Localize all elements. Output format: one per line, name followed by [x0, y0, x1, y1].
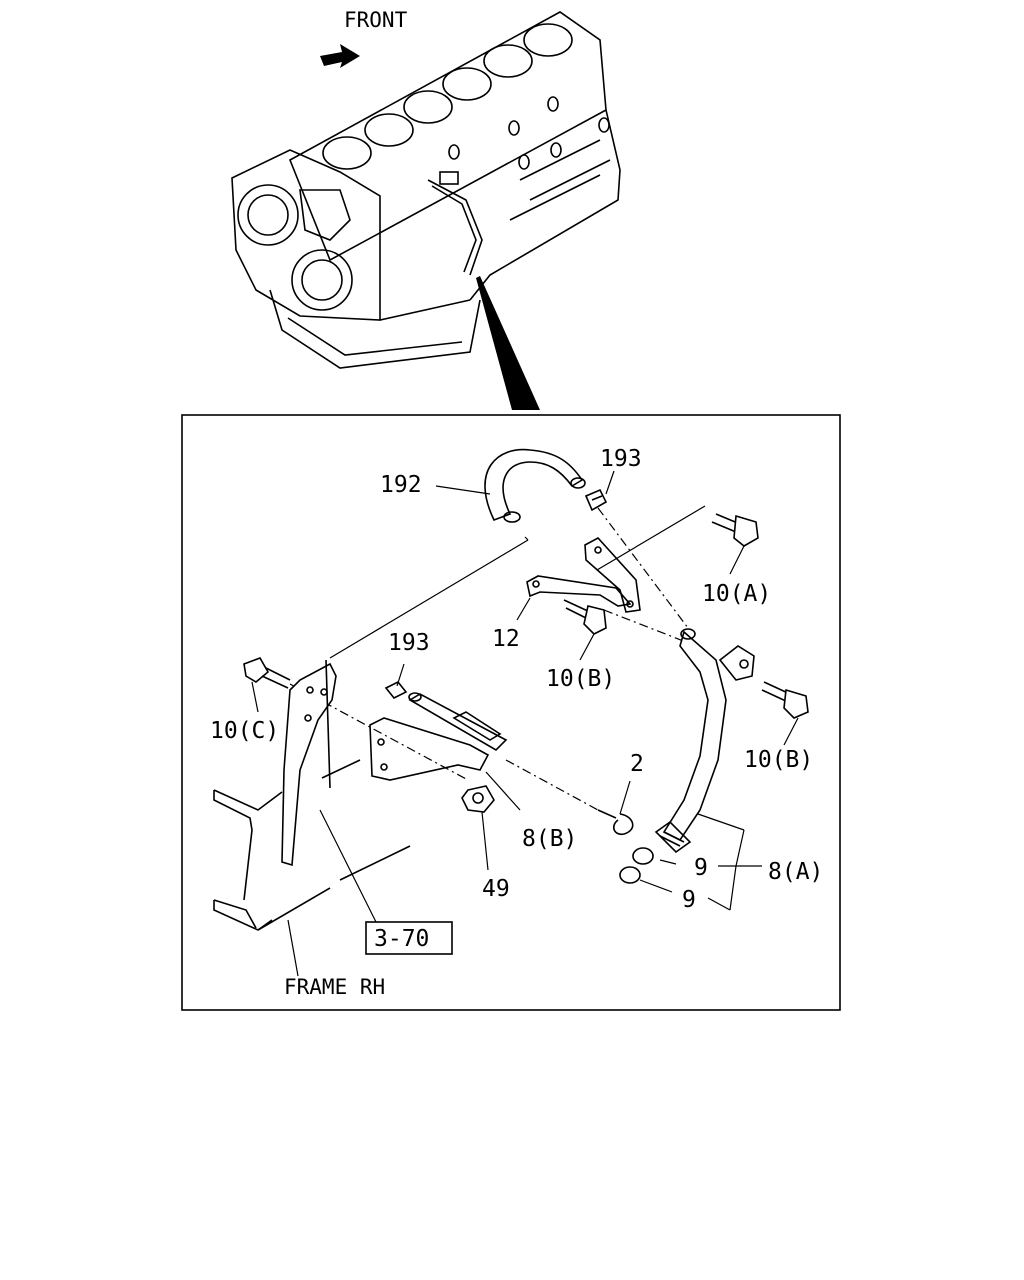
- callout-193-mid: 193: [388, 630, 430, 656]
- callout-2: 2: [630, 751, 644, 777]
- detail-frame: [181, 414, 841, 1011]
- dipstick-2: [505, 759, 634, 836]
- bolt-10a: [711, 513, 759, 547]
- frame-bracket: [281, 662, 337, 867]
- callout-9-lower: 9: [682, 887, 696, 913]
- reference-box-3-70[interactable]: 3-70: [365, 921, 453, 955]
- o-ring-lower: [619, 866, 641, 884]
- guide-tube-8a: [654, 628, 755, 854]
- callout-192: 192: [380, 472, 422, 498]
- frame-rh-channel: [213, 659, 411, 931]
- callout-12: 12: [492, 626, 520, 652]
- front-indicator: FRONT: [320, 8, 408, 68]
- clip-193-top: [584, 488, 608, 512]
- o-ring-upper: [632, 847, 654, 865]
- callout-49: 49: [482, 876, 510, 902]
- frame-rh-label: FRAME RH: [284, 975, 385, 999]
- callout-10b-upper: 10(B): [546, 666, 615, 692]
- callout-10c: 10(C): [210, 718, 279, 744]
- callout-8b: 8(B): [522, 826, 577, 852]
- callout-10b-right: 10(B): [744, 747, 813, 773]
- reference-label: 3-70: [374, 926, 429, 952]
- breather-hose: [484, 448, 584, 522]
- bolt-10c: [243, 657, 291, 689]
- dipstick-bracket-8b: [369, 692, 508, 781]
- callout-9-upper: 9: [694, 855, 708, 881]
- callout-193-top: 193: [600, 446, 642, 472]
- detail-pointer: [476, 276, 540, 410]
- front-label: FRONT: [344, 8, 408, 32]
- engine-block-illustration: [231, 11, 621, 410]
- bracket-12: [526, 536, 641, 613]
- callout-8a: 8(A): [768, 859, 823, 885]
- nut-49: [461, 785, 495, 813]
- bolt-10b-right: [761, 681, 809, 719]
- clip-193-mid: [384, 680, 408, 700]
- bolt-10b-upper: [563, 599, 607, 635]
- front-arrow-icon: [320, 44, 360, 68]
- callout-10a: 10(A): [702, 581, 771, 607]
- detail-assembly: [213, 448, 809, 977]
